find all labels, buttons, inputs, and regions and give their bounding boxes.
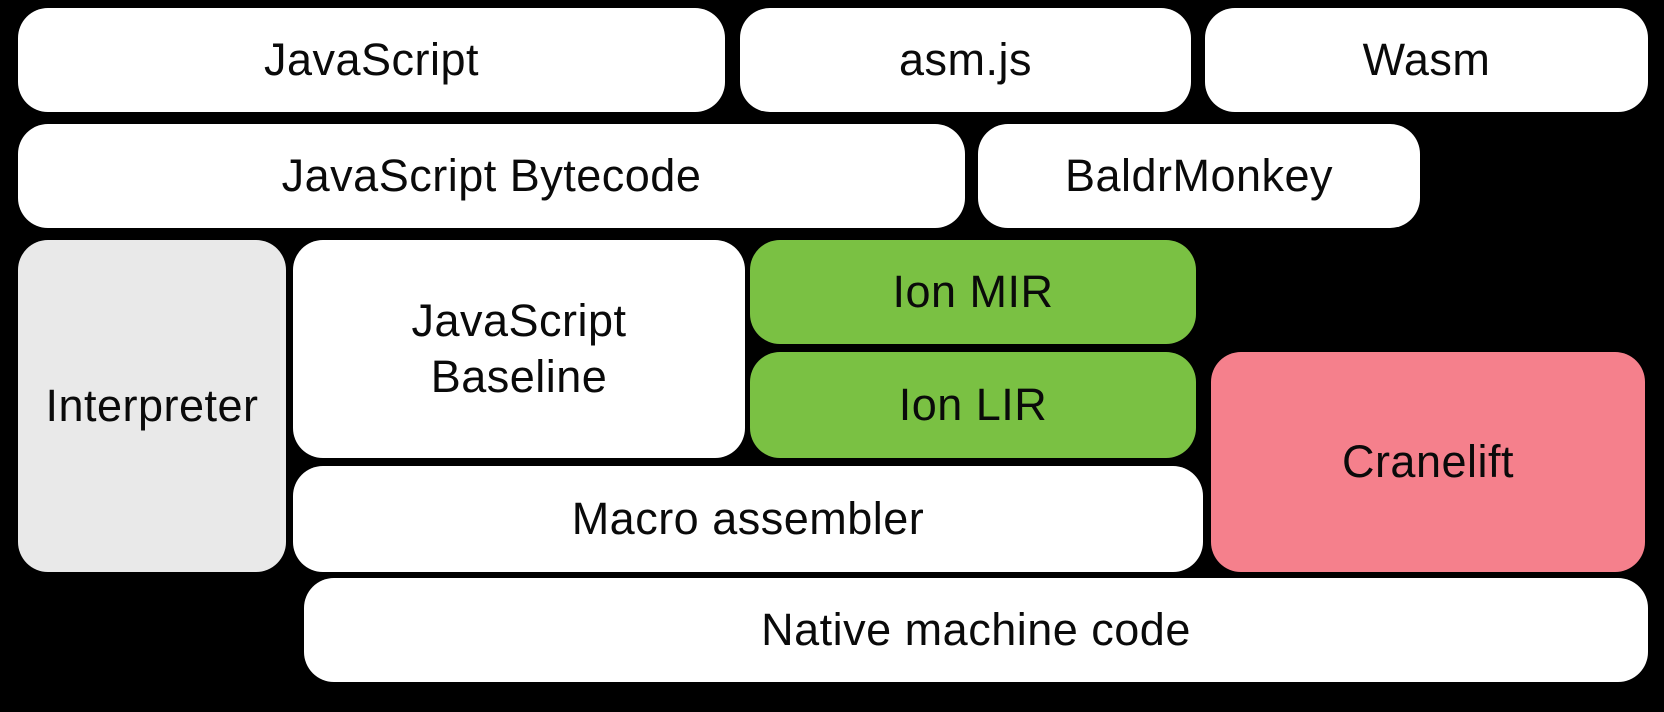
box-javascript-baseline: JavaScript Baseline	[293, 240, 745, 458]
box-javascript-bytecode-label: JavaScript Bytecode	[281, 149, 702, 201]
box-asmjs: asm.js	[740, 8, 1191, 112]
box-cranelift: Cranelift	[1211, 352, 1645, 572]
box-cranelift-label: Cranelift	[1341, 435, 1515, 487]
box-ion-lir: Ion LIR	[750, 352, 1196, 458]
box-ion-lir-label: Ion LIR	[898, 378, 1048, 430]
box-baldrmonkey-label: BaldrMonkey	[1064, 149, 1334, 201]
box-javascript: JavaScript	[18, 8, 725, 112]
box-javascript-baseline-line1: JavaScript	[411, 294, 627, 346]
box-baldrmonkey: BaldrMonkey	[978, 124, 1420, 228]
box-javascript-bytecode: JavaScript Bytecode	[18, 124, 965, 228]
box-javascript-label: JavaScript	[263, 33, 480, 85]
box-macro-assembler-label: Macro assembler	[571, 492, 925, 544]
box-interpreter-label: Interpreter	[45, 379, 259, 431]
box-wasm-label: Wasm	[1362, 33, 1491, 85]
box-javascript-baseline-line2: Baseline	[430, 351, 608, 402]
box-ion-mir: Ion MIR	[750, 240, 1196, 344]
box-native-machine-code: Native machine code	[304, 578, 1648, 682]
box-interpreter: Interpreter	[18, 240, 286, 572]
box-wasm: Wasm	[1205, 8, 1648, 112]
box-macro-assembler: Macro assembler	[293, 466, 1203, 572]
box-ion-mir-label: Ion MIR	[892, 265, 1054, 317]
box-asmjs-label: asm.js	[898, 33, 1032, 85]
box-native-machine-code-label: Native machine code	[761, 603, 1191, 655]
